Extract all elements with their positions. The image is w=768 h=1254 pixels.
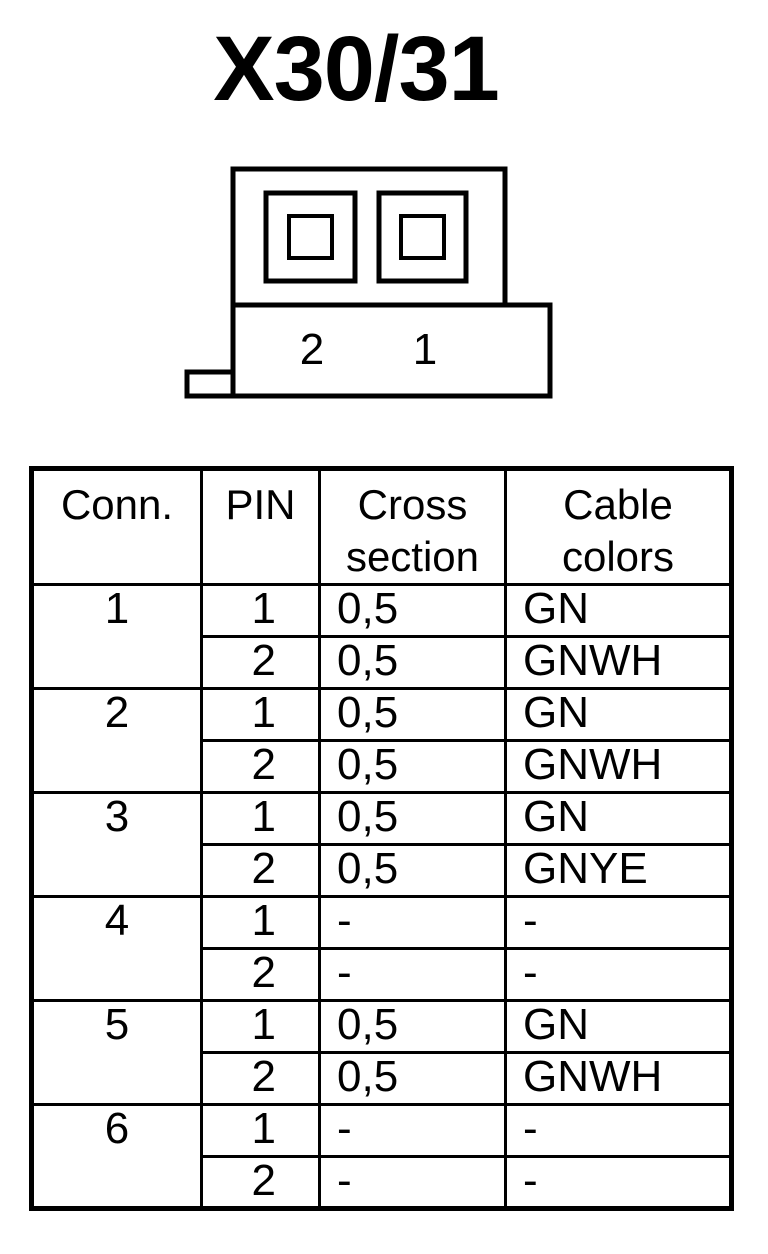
cross-section-cell: - [318, 947, 507, 1002]
cross-section-cell: 0,5 [318, 791, 507, 846]
pin-cell: 1 [200, 583, 321, 638]
connector-body [230, 302, 553, 399]
cross-section-cell: - [318, 1103, 507, 1158]
pin-cell: 1 [200, 791, 321, 846]
header-cable-colors: Cable colors [504, 467, 733, 586]
header-cross-section-line2: section [345, 533, 480, 580]
table-row: 2 - - [32, 1155, 733, 1210]
cable-color-cell: GNWH [504, 1051, 733, 1106]
header-pin: PIN [200, 467, 321, 586]
table-body: 1 1 0,5 GN 2 0,5 GNWH 2 1 0,5 GN 2 0,5 G… [30, 583, 733, 1210]
cable-color-cell: GN [504, 583, 733, 638]
cable-color-cell: - [504, 1103, 733, 1158]
pin-cell: 2 [200, 843, 321, 898]
header-cross-section: Cross section [318, 467, 507, 586]
pin-cell: 1 [200, 1103, 321, 1158]
table-row: 2 0,5 GNYE [32, 843, 733, 898]
conn-cell: 1 [30, 583, 203, 690]
pin-1-socket-outer [376, 190, 469, 284]
cable-color-cell: GN [504, 687, 733, 742]
cross-section-cell: - [318, 895, 507, 950]
table-row: 5 1 0,5 GN [30, 999, 733, 1106]
pin-cell: 2 [200, 1051, 321, 1106]
conn-cell: 5 [30, 999, 203, 1106]
table-row: 2 0,5 GNWH [32, 1051, 733, 1106]
conn-cell: 3 [30, 791, 203, 898]
cable-color-cell: - [504, 947, 733, 1002]
pin-2-socket-outer [263, 190, 358, 284]
pin-label-2: 2 [300, 325, 324, 374]
header-cable-colors-line2: colors [561, 533, 675, 580]
pin-cell: 2 [200, 635, 321, 690]
pin-2-socket-inner [287, 214, 334, 260]
cross-section-cell: 0,5 [318, 739, 507, 794]
table-row: 2 1 0,5 GN [30, 687, 733, 794]
pinout-table: Conn. PIN Cross section Cable colors 1 1… [29, 466, 734, 1211]
pin-1-socket-inner [399, 214, 446, 260]
pin-cell: 2 [200, 739, 321, 794]
table-row: 1 1 0,5 GN [30, 583, 733, 690]
table-header-row: Conn. PIN Cross section Cable colors [30, 467, 733, 586]
cable-color-cell: - [504, 1155, 733, 1210]
connector-drawing: 2 1 [184, 166, 553, 399]
cross-section-cell: 0,5 [318, 635, 507, 690]
pin-cell: 1 [200, 687, 321, 742]
table-row: 2 - - [32, 947, 733, 1002]
table-row: 2 0,5 GNWH [32, 739, 733, 794]
conn-cell: 4 [30, 895, 203, 1002]
cable-color-cell: GNWH [504, 635, 733, 690]
cable-color-cell: GN [504, 791, 733, 846]
pin-cell: 2 [200, 947, 321, 1002]
cross-section-cell: 0,5 [318, 687, 507, 742]
header-cross-section-line1: Cross [357, 481, 468, 528]
cross-section-cell: - [318, 1155, 507, 1210]
cross-section-cell: 0,5 [318, 1051, 507, 1106]
table-row: 4 1 - - [30, 895, 733, 1002]
diagram-title: X30/31 [213, 18, 500, 120]
cross-section-cell: 0,5 [318, 583, 507, 638]
table-row: 3 1 0,5 GN [30, 791, 733, 898]
cross-section-cell: 0,5 [318, 999, 507, 1054]
cable-color-cell: GNWH [504, 739, 733, 794]
cross-section-cell: 0,5 [318, 843, 507, 898]
cable-color-cell: GNYE [504, 843, 733, 898]
header-conn: Conn. [30, 467, 203, 586]
header-cable-colors-line1: Cable [563, 481, 673, 528]
conn-cell: 2 [30, 687, 203, 794]
conn-cell: 6 [30, 1103, 203, 1210]
table-row: 6 1 - - [30, 1103, 733, 1210]
connector-latch-tab [184, 369, 236, 399]
table-row: 2 0,5 GNWH [32, 635, 733, 690]
pin-label-1: 1 [413, 325, 437, 374]
cable-color-cell: - [504, 895, 733, 950]
pin-cell: 2 [200, 1155, 321, 1210]
pin-cell: 1 [200, 999, 321, 1054]
pin-cell: 1 [200, 895, 321, 950]
cable-color-cell: GN [504, 999, 733, 1054]
